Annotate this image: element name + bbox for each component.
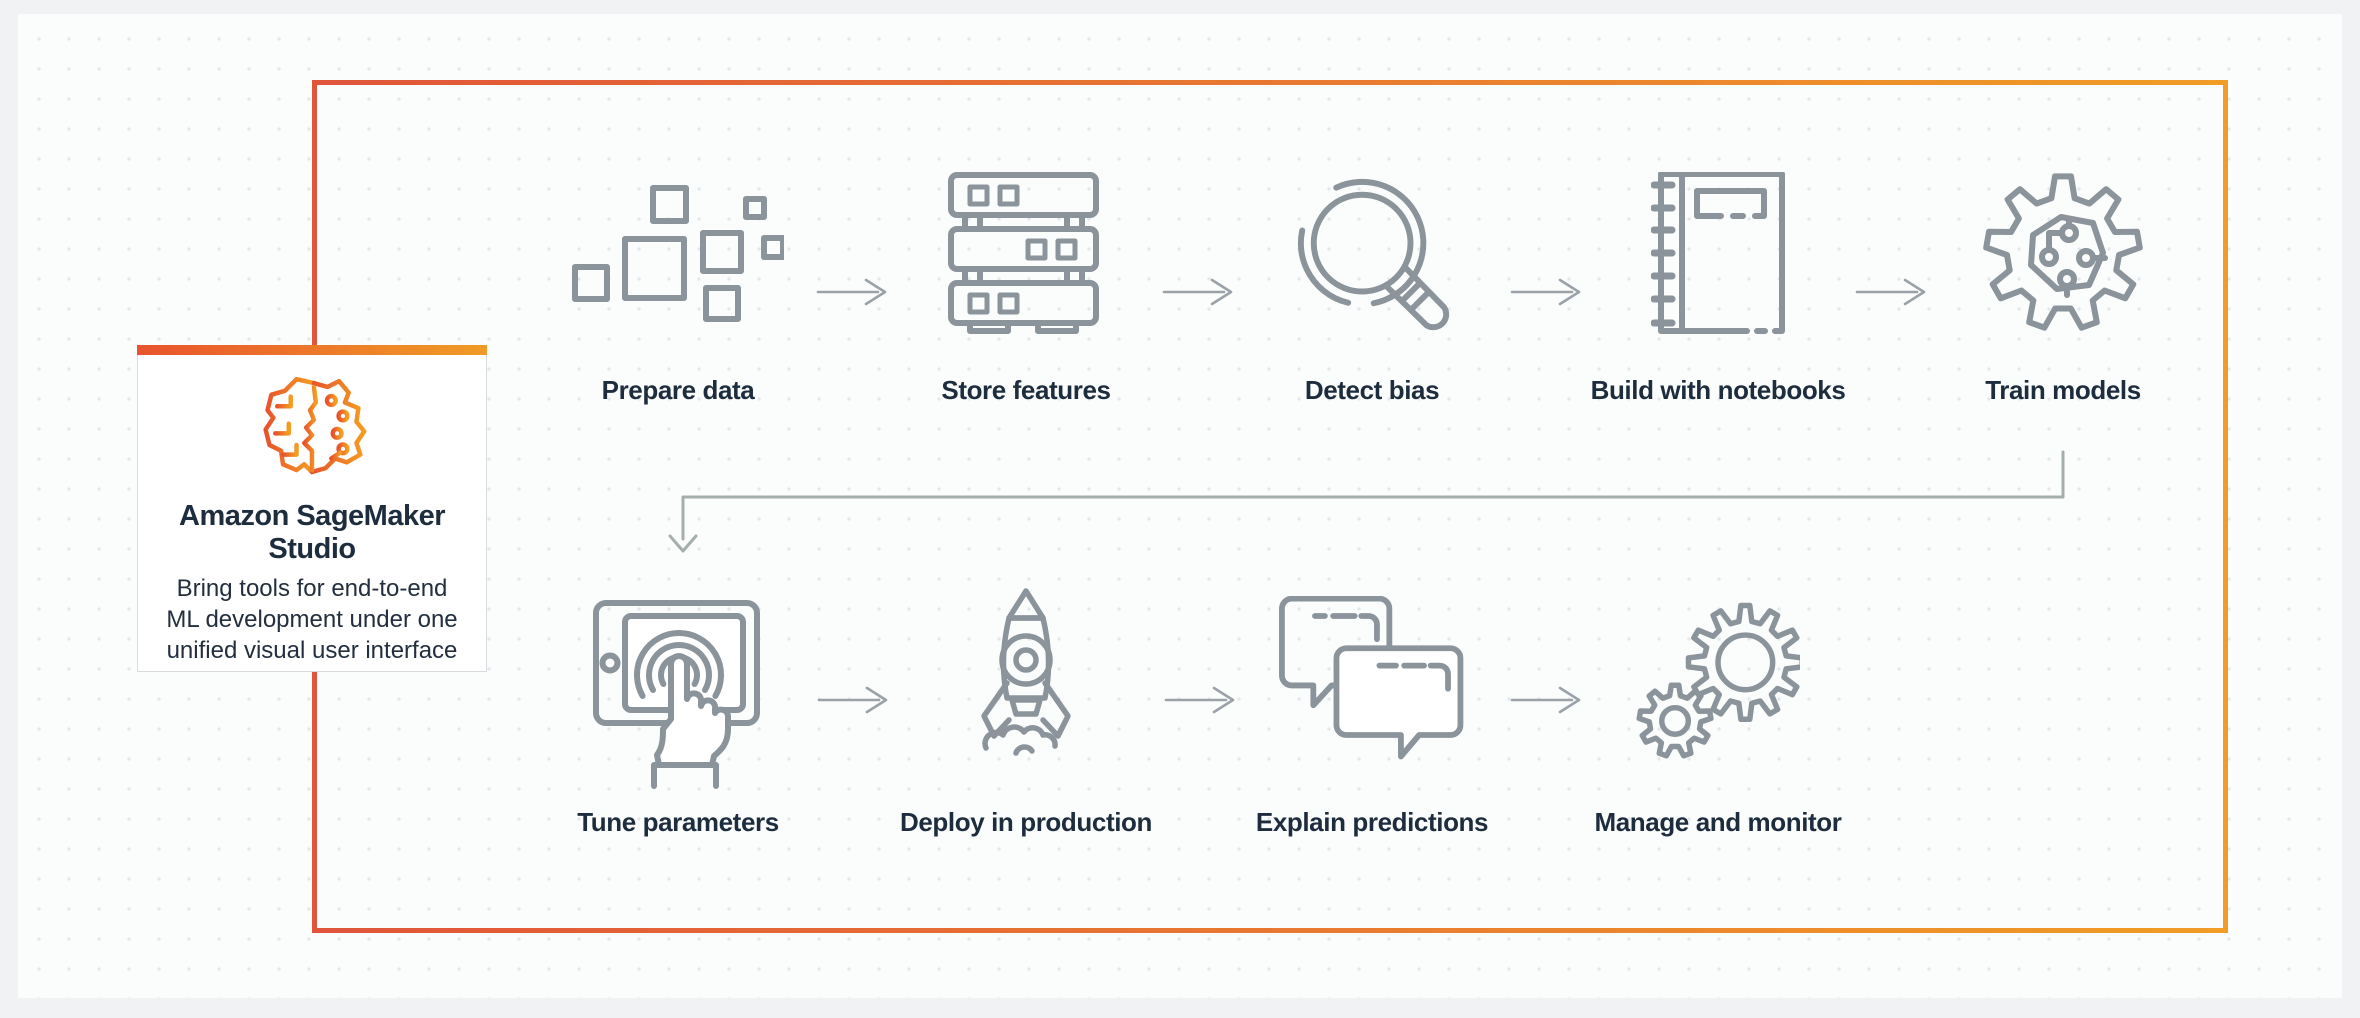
gears-icon [1553, 585, 1883, 770]
server-stack-icon [861, 165, 1191, 340]
step-store-features: Store features [861, 165, 1191, 405]
magnifier-icon [1207, 165, 1537, 340]
card-description-line: ML development under one [166, 606, 458, 633]
scattered-squares-icon [513, 165, 843, 340]
step-prepare-data: Prepare data [513, 165, 843, 405]
card-description: Bring tools for end-to-end ML developmen… [138, 573, 486, 666]
step-train-models: Train models [1898, 165, 2228, 405]
brain-circuit-icon [138, 370, 486, 488]
step-deploy-in-production: Deploy in production [861, 585, 1191, 837]
step-manage-and-monitor: Manage and monitor [1553, 585, 1883, 837]
step-label: Train models [1985, 375, 2141, 405]
chat-bubble-back [1279, 595, 1393, 708]
step-label: Explain predictions [1255, 807, 1489, 837]
rocket-icon [861, 585, 1191, 770]
step-tune-parameters: Tune parameters [513, 585, 843, 837]
step-detect-bias: Detect bias [1207, 165, 1537, 405]
card-gradient-bar [137, 345, 487, 355]
touch-tablet-icon [513, 585, 843, 789]
step-label: Tune parameters [577, 807, 779, 837]
chat-bubbles-icon [1207, 585, 1537, 770]
step-label: Store features [941, 375, 1111, 405]
chat-bubble-front [1333, 644, 1464, 759]
card-description-line: Bring tools for end-to-end [176, 575, 448, 602]
step-explain-predictions: Explain predictions [1207, 585, 1537, 837]
step-label: Prepare data [601, 375, 755, 405]
step-label: Detect bias [1304, 375, 1440, 405]
sagemaker-studio-card: Amazon SageMaker Studio Bring tools for … [137, 345, 487, 672]
step-label: Build with notebooks [1590, 375, 1846, 405]
notebook-icon [1553, 165, 1883, 340]
card-description-line: unified visual user interface [166, 637, 458, 664]
card-title: Amazon SageMaker Studio [179, 500, 446, 565]
step-label: Manage and monitor [1594, 807, 1842, 837]
gear-circuit-icon [1898, 165, 2228, 340]
step-build-with-notebooks: Build with notebooks [1553, 165, 1883, 405]
step-label: Deploy in production [900, 807, 1152, 837]
